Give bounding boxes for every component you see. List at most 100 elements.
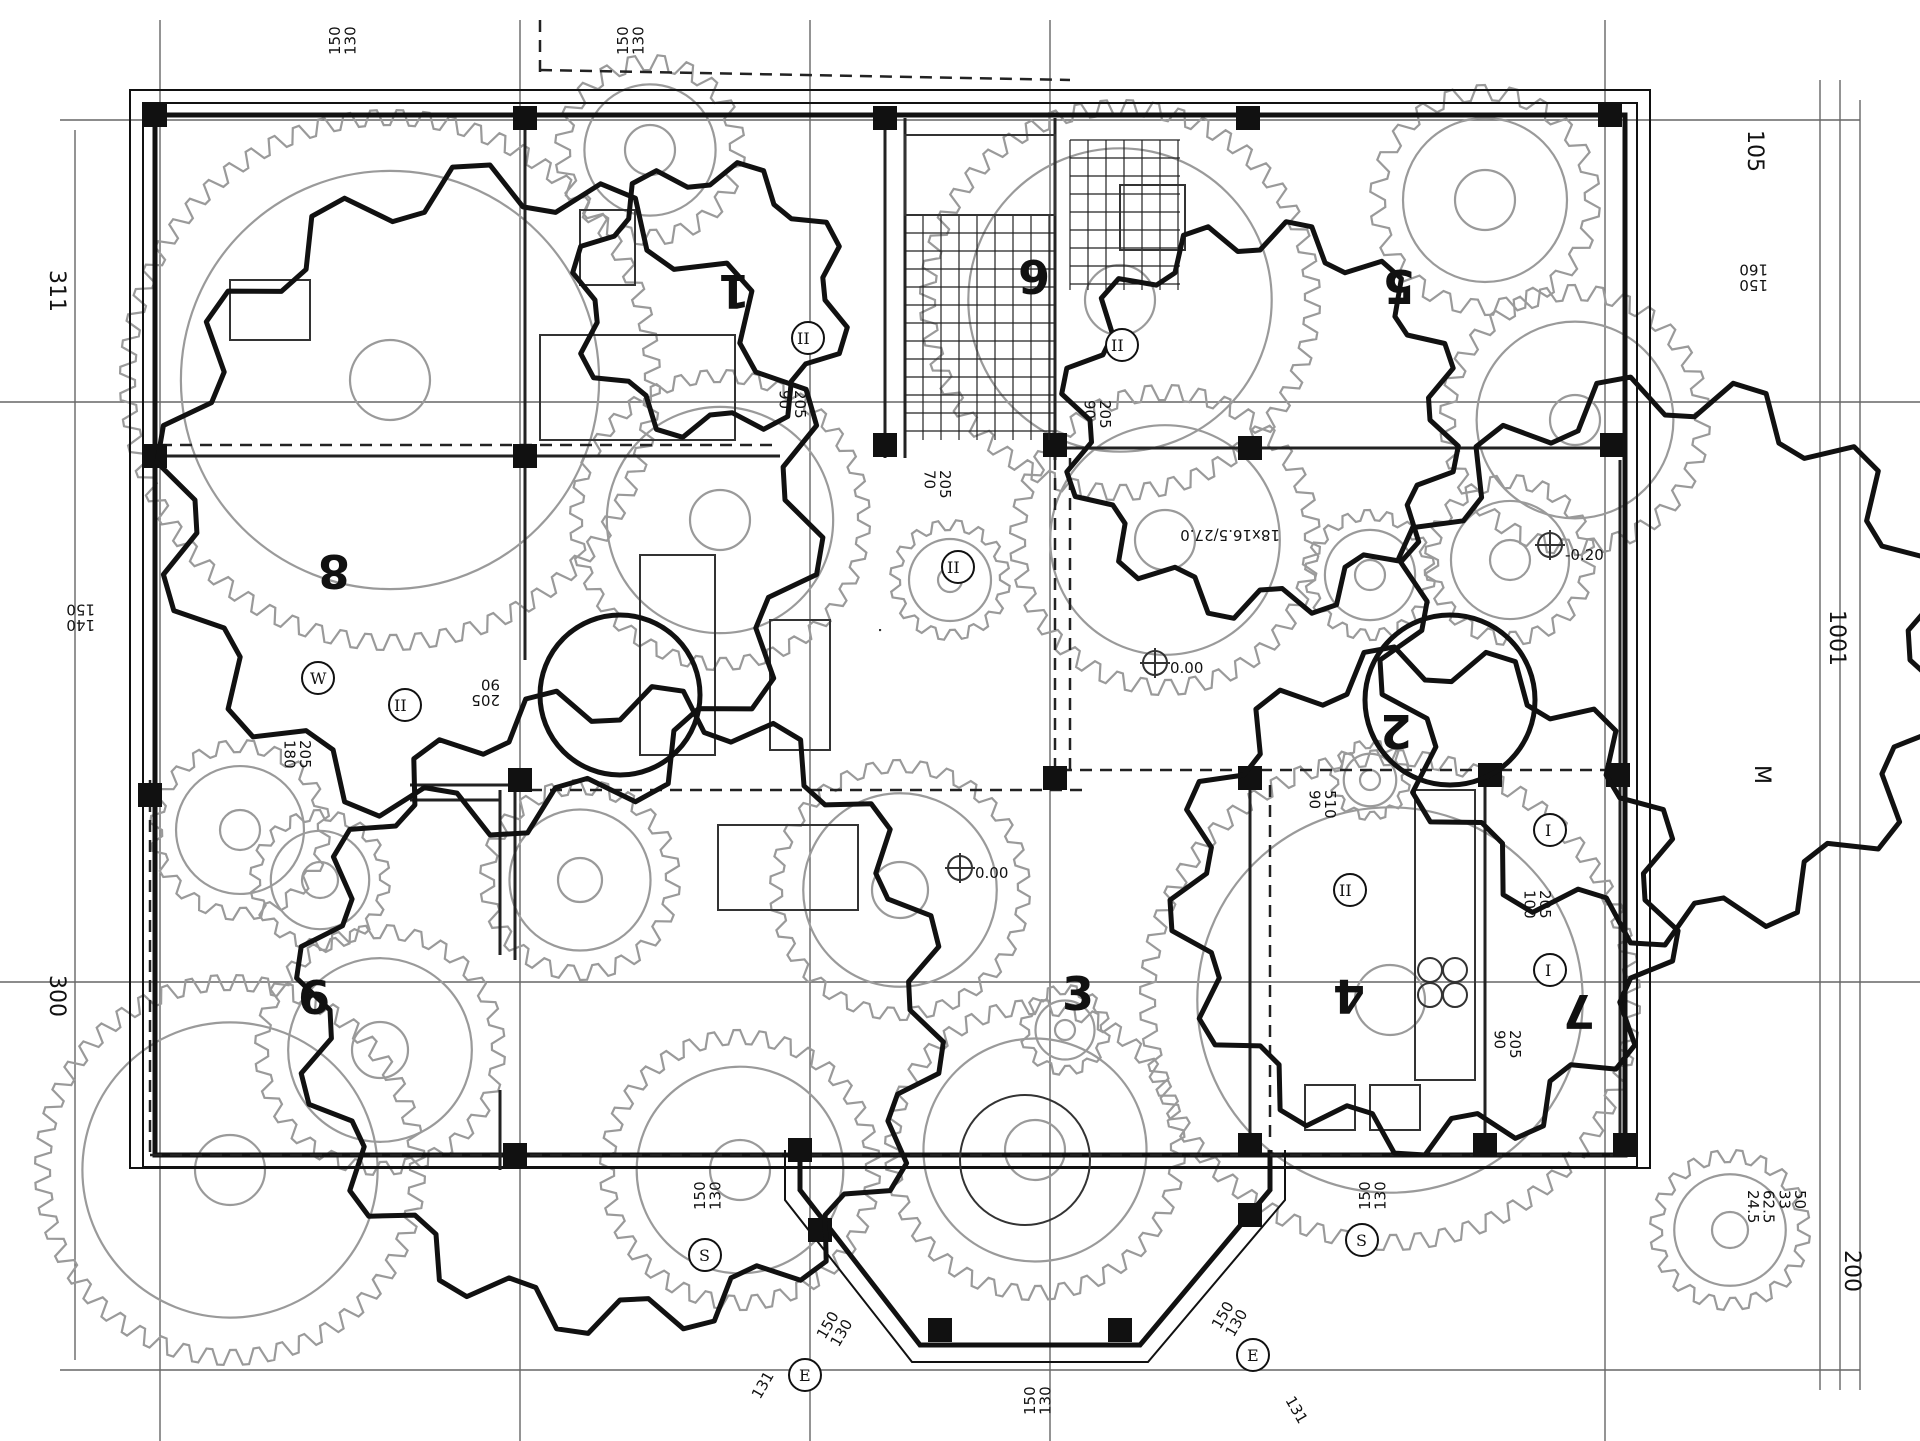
room-label-4: 4 [1333,969,1365,1023]
dim-top-left-window: 150130 [326,26,360,55]
dim-bottom-window-3: 150130 [1021,1386,1055,1415]
gear-light-7-hub [1353,558,1387,592]
dim-right-stack: 503362.524.5 [1744,1190,1809,1223]
dim-level-2: 0.00 [975,864,1008,882]
column-13 [508,768,532,792]
room-label-7-right: 7 [1563,984,1595,1038]
column-25 [1108,1318,1132,1342]
gear-light-14-rim [802,792,998,988]
dim-bottom-window-5: 150130 [1208,1298,1252,1340]
gear-light-18 [883,998,1187,1302]
dim-stair-note: 18x16.5/27.0 [1180,526,1280,544]
room-label-9: 9 [298,969,330,1023]
gear-light-20-hub [1710,1210,1750,1250]
gear-light-20-rim [1673,1173,1787,1287]
dim-door-5: 205180 [280,740,314,769]
gear-light-1-rim [179,169,601,591]
room-label-6: 6 [1018,249,1050,303]
column-11 [1600,433,1624,457]
gear-light-5 [1369,83,1601,317]
gear-light-3-rim [605,405,835,635]
gear-light-12-hub [218,808,262,852]
gear-light-15 [598,1028,882,1312]
gear-light-15-hub [708,1138,772,1202]
gear-light-16-rim [287,957,473,1143]
structural-columns [138,103,1637,1342]
dim-right-top: 105 [1742,130,1767,172]
gear-light-11-hub [300,860,340,900]
dim-level-1: 0.00 [1170,659,1203,677]
marker-s-1: S [699,1246,710,1265]
bathroom-tile-grid [904,139,1180,440]
room-label-2: 2 [1380,704,1412,758]
column-5 [1598,103,1622,127]
gear-light-8-hub [1488,538,1532,582]
dim-right-mid: 1001 [1824,610,1849,666]
gear-light-4 [918,98,1322,502]
column-18 [503,1143,527,1167]
room-label-3: 3 [1062,967,1094,1021]
marker-i-1: I [1545,821,1551,840]
marker-ii-3: II [947,558,960,577]
dim-door-8: 20590 [1490,1030,1524,1059]
dim-bottom-window-1: 150130 [691,1181,725,1210]
gear-light-1-hub [348,338,432,422]
marker-e-2: E [1247,1346,1259,1365]
marker-e-1: E [799,1366,811,1385]
gear-light-19-hub [1353,963,1427,1037]
gear-dark-3 [1059,219,1461,621]
dim-bottom-left: 131 [748,1368,778,1402]
gear-dark-5 [294,684,946,1336]
column-22 [1613,1133,1637,1157]
gear-light-10 [1008,383,1322,697]
gear-light-13-hub [556,856,604,904]
dim-right-bottom: 200 [1839,1250,1864,1292]
gear-light-22-hub [1053,1018,1077,1042]
gear-light-16-hub [350,1020,410,1080]
gear-light-1 [118,108,662,652]
column-14 [1043,766,1067,790]
column-21 [1473,1133,1497,1157]
gear-light-6-hub [1548,393,1602,447]
gear-light-22-rim [1034,999,1096,1061]
gear-light-11-rim [269,829,371,931]
gear-light-12 [149,739,331,921]
gear-light-17-hub [193,1133,267,1207]
gear-light-7-rim [1323,528,1417,622]
room-label-8: 8 [318,544,350,598]
gear-light-13-rim [508,808,652,952]
circle-outlines [537,612,1538,788]
room-label-7-top: 1 [718,264,750,318]
gear-light-12-rim [174,764,306,896]
column-7 [513,444,537,468]
dim-door-2: 20590 [775,390,809,419]
gear-light-19-rim [1196,806,1584,1194]
gear-light-18-hub [1003,1118,1067,1182]
gear-light-8 [1424,474,1596,646]
dim-left-top: 311 [44,270,69,312]
gear-light-9-rim [907,537,993,623]
dim-top-mid-window: 150130 [614,26,648,55]
dim-door-1: 20570 [920,470,954,499]
dim-left-bottom: 300 [44,975,69,1017]
gear-light-17-rim [81,1021,379,1319]
dim-window-5: 150160 [1739,260,1768,294]
dim-door-6: 51090 [1305,790,1339,819]
gear-light-2 [554,54,746,246]
gear-light-13 [479,778,681,982]
gear-dark-4 [1167,644,1681,1158]
gear-light-6 [1439,283,1711,557]
column-8 [873,433,897,457]
column-1 [143,103,167,127]
column-2 [513,106,537,130]
room-label-5: 5 [1383,259,1415,313]
marker-w: W [310,669,327,688]
marker-ii-5: II [1339,881,1352,900]
gear-light-2-rim [583,83,717,217]
column-26 [1238,1203,1262,1227]
dim-bottom-right: 131 [1282,1393,1312,1427]
room-labels: 1 2 3 4 5 6 8 9 7 [298,249,1595,1038]
column-4 [1236,106,1260,130]
gear-dark-6 [570,160,850,440]
column-24 [928,1318,952,1342]
